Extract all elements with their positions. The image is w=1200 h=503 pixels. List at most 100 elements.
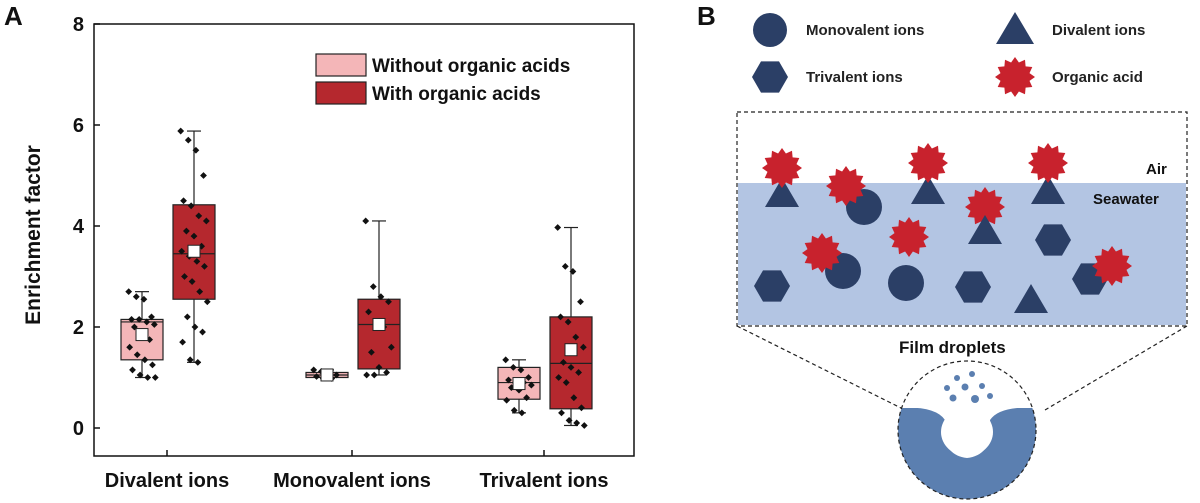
data-point — [509, 364, 517, 371]
data-point — [148, 313, 155, 321]
data-point — [368, 348, 375, 356]
ion-shapes — [754, 143, 1132, 313]
data-point — [195, 212, 203, 220]
mean-marker — [187, 244, 201, 258]
data-point — [140, 295, 148, 303]
box-without-1 — [305, 366, 349, 382]
data-point — [558, 409, 565, 417]
data-point — [375, 364, 383, 371]
trivalent-ion — [955, 271, 991, 303]
data-point — [151, 374, 159, 381]
film-droplet-diagram — [897, 360, 1037, 500]
data-point — [377, 293, 385, 301]
data-point — [196, 288, 204, 296]
data-point — [200, 172, 207, 179]
hexagon-icon — [752, 61, 788, 93]
data-point — [555, 374, 563, 381]
organic-acid — [802, 233, 842, 273]
data-point — [202, 217, 210, 225]
data-point — [570, 394, 578, 402]
panel-b-legend: Monovalent ions Divalent ions Trivalent … — [752, 12, 1145, 97]
data-point — [141, 356, 149, 364]
y-tick-label: 2 — [73, 317, 84, 339]
data-point — [579, 343, 587, 351]
mean-marker — [135, 328, 149, 342]
data-point — [387, 343, 395, 351]
data-point — [132, 293, 140, 301]
seawater-label: Seawater — [1093, 191, 1159, 208]
organic-acid — [908, 143, 948, 183]
interface-box — [736, 111, 1188, 327]
category-label: Monovalent ions — [273, 470, 431, 492]
data-point — [183, 313, 191, 321]
mean-marker — [564, 343, 578, 357]
air-label: Air — [1146, 161, 1167, 178]
data-point — [199, 328, 206, 336]
data-point — [518, 409, 526, 417]
panel-b-label: B — [697, 1, 716, 31]
data-point — [125, 288, 133, 296]
y-axis-title: Enrichment factor — [22, 145, 45, 325]
y-tick-label: 8 — [73, 14, 84, 36]
data-point — [150, 321, 158, 328]
data-point — [369, 283, 377, 290]
data-point — [193, 257, 201, 265]
box-with-1 — [357, 217, 401, 379]
data-point — [569, 268, 577, 275]
zoom-line-right — [1044, 325, 1188, 411]
data-point — [184, 136, 192, 144]
data-point — [561, 263, 569, 270]
data-point — [186, 356, 194, 364]
data-point — [505, 376, 512, 384]
data-point — [385, 298, 392, 306]
divalent-ion — [968, 215, 1002, 244]
data-point — [178, 247, 186, 255]
film-droplets-label: Film droplets — [899, 338, 1006, 357]
divalent-ion — [911, 175, 945, 204]
data-point — [562, 379, 570, 386]
triangle-icon — [996, 12, 1034, 44]
legend-trivalent: Trivalent ions — [806, 69, 903, 86]
box-with-0 — [172, 127, 216, 366]
data-point — [143, 318, 151, 326]
data-point — [191, 323, 199, 331]
data-point — [135, 316, 143, 323]
data-point — [515, 386, 523, 394]
data-point — [554, 224, 562, 231]
y-tick-labels: 0 2 4 6 8 — [73, 14, 100, 440]
data-point — [146, 336, 153, 344]
panel-a-label: A — [4, 1, 23, 31]
organic-acid — [965, 187, 1005, 227]
data-point — [179, 338, 186, 346]
category-label: Trivalent ions — [480, 470, 609, 492]
data-point — [363, 371, 371, 379]
data-point — [560, 358, 567, 366]
y-tick-label: 4 — [73, 216, 85, 238]
legend-swatch-with — [315, 81, 367, 105]
legend-divalent: Divalent ions — [1052, 22, 1145, 39]
y-tick-label: 0 — [73, 418, 84, 440]
data-point — [573, 419, 581, 427]
box-body — [357, 298, 401, 370]
mean-marker — [512, 377, 526, 391]
box-with-2 — [549, 224, 593, 429]
trivalent-ion — [754, 270, 790, 302]
organic-acid — [762, 148, 802, 188]
data-point — [578, 404, 585, 412]
data-point — [129, 366, 136, 374]
data-point — [362, 217, 370, 225]
mean-marker — [320, 368, 334, 382]
data-point — [572, 333, 580, 341]
data-point — [201, 263, 208, 270]
data-point — [575, 369, 582, 376]
data-point — [333, 371, 340, 379]
data-point — [192, 146, 200, 154]
data-point — [527, 381, 535, 389]
data-point — [383, 369, 390, 376]
data-point — [177, 127, 185, 135]
legend-organic-acid: Organic acid — [1052, 69, 1143, 86]
y-tick-label: 6 — [73, 115, 84, 137]
data-point — [126, 343, 134, 351]
